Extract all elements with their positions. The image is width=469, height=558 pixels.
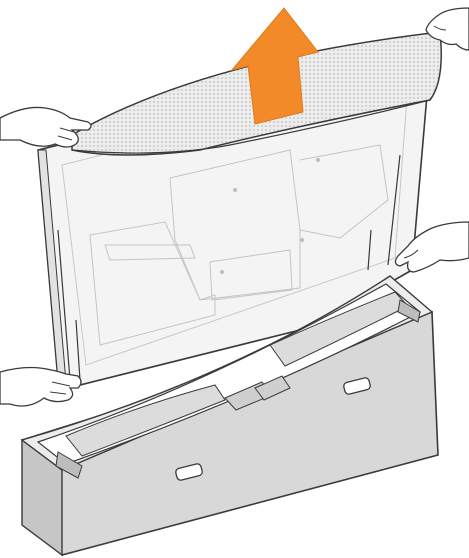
hand-icon <box>0 107 91 147</box>
